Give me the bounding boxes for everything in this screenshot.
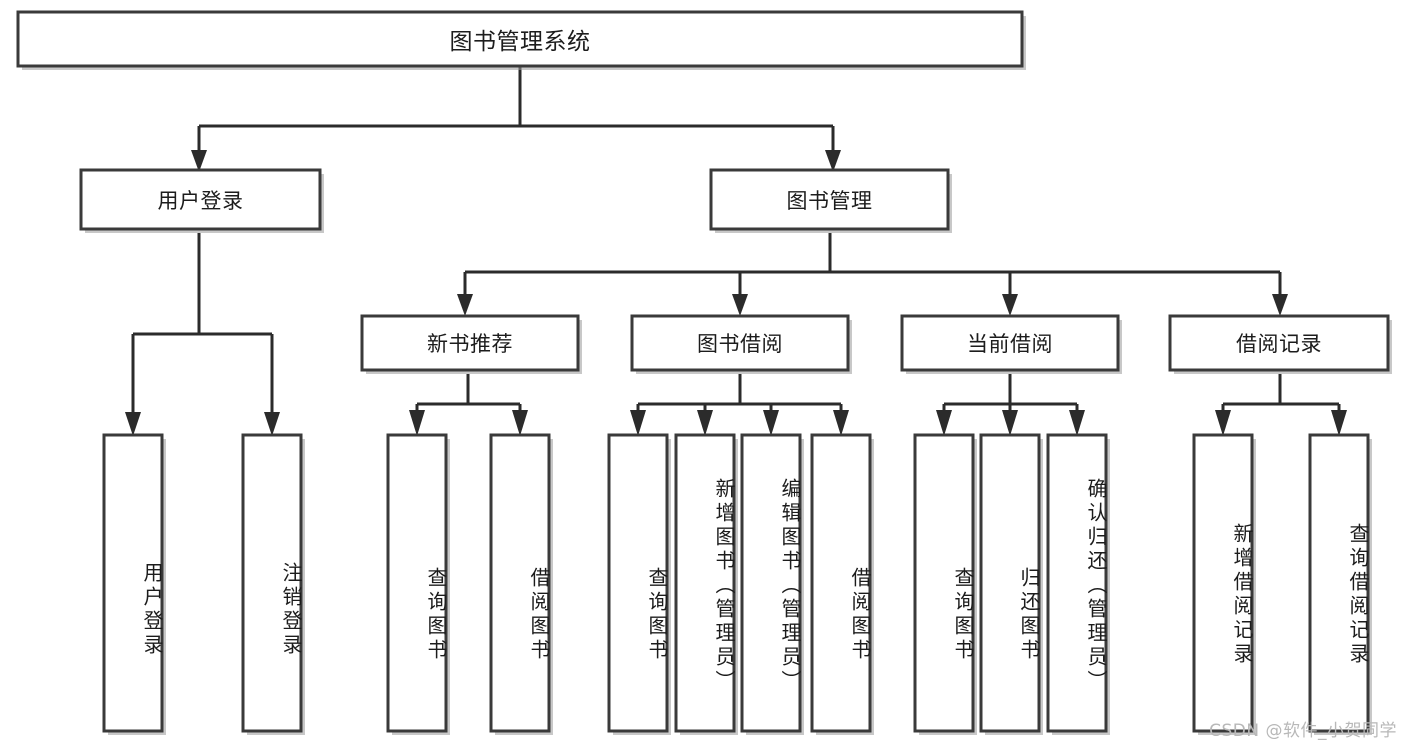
node-leaf-box[interactable] <box>810 433 872 733</box>
node-leaf-box[interactable] <box>386 433 448 733</box>
node-leaf-box[interactable] <box>489 433 551 733</box>
node-current-borrow-box[interactable] <box>900 314 1120 372</box>
node-borrow-record-box[interactable] <box>1168 314 1390 372</box>
connector-borrowrecord-to-leaves <box>1215 374 1347 436</box>
node-leaf-box[interactable] <box>913 433 975 733</box>
node-leaf-box[interactable] <box>1046 433 1108 733</box>
csdn-watermark: CSDN @软件_小贺同学 <box>1209 721 1397 741</box>
node-leaf-box[interactable] <box>1308 433 1370 733</box>
connector-bookmgmt-to-level3 <box>457 233 1288 316</box>
node-new-book-recommend-box[interactable] <box>360 314 580 372</box>
connector-userlogin-to-leaves <box>125 233 280 436</box>
node-leaf-box[interactable] <box>102 433 164 733</box>
node-book-management-box[interactable] <box>709 168 950 231</box>
connector-root-to-level2 <box>191 66 841 172</box>
node-leaf-box[interactable] <box>1192 433 1254 733</box>
node-leaf-box[interactable] <box>674 433 736 733</box>
node-leaf-box[interactable] <box>241 433 303 733</box>
node-leaf-box[interactable] <box>607 433 669 733</box>
connector-bookborrow-to-leaves <box>630 374 849 436</box>
node-root-box[interactable] <box>16 10 1024 68</box>
connector-newbook-to-leaves <box>409 374 528 436</box>
connector-currentborrow-to-leaves <box>936 374 1085 436</box>
node-leaf-box[interactable] <box>740 433 802 733</box>
node-book-borrow-box[interactable] <box>630 314 850 372</box>
node-leaf-box[interactable] <box>979 433 1041 733</box>
node-user-login-box[interactable] <box>79 168 322 231</box>
